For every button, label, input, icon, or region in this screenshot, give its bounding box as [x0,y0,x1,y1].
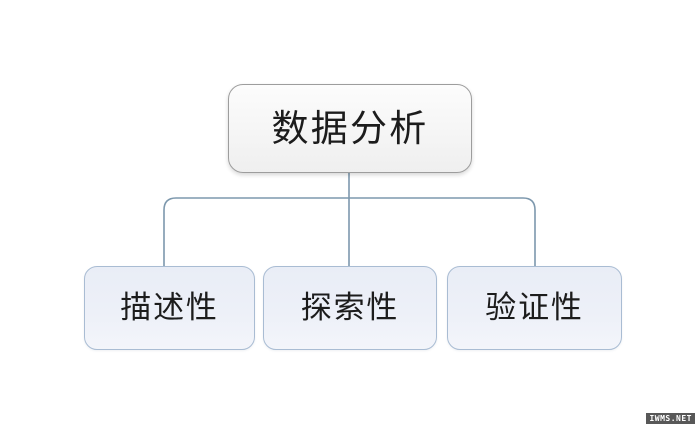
node-child-confirmatory-label: 验证性 [485,289,584,326]
node-child-descriptive[interactable]: 描述性 [84,266,255,350]
node-root-label: 数据分析 [271,107,429,150]
node-root[interactable]: 数据分析 [228,84,472,173]
watermark: IWMS.NET [646,413,695,424]
connector-branch-left [163,197,349,266]
node-child-exploratory-label: 探索性 [300,289,400,326]
node-child-exploratory[interactable]: 探索性 [263,266,437,350]
connector-branch-right [349,197,536,266]
node-child-confirmatory[interactable]: 验证性 [447,266,622,350]
node-child-descriptive-label: 描述性 [120,289,219,326]
